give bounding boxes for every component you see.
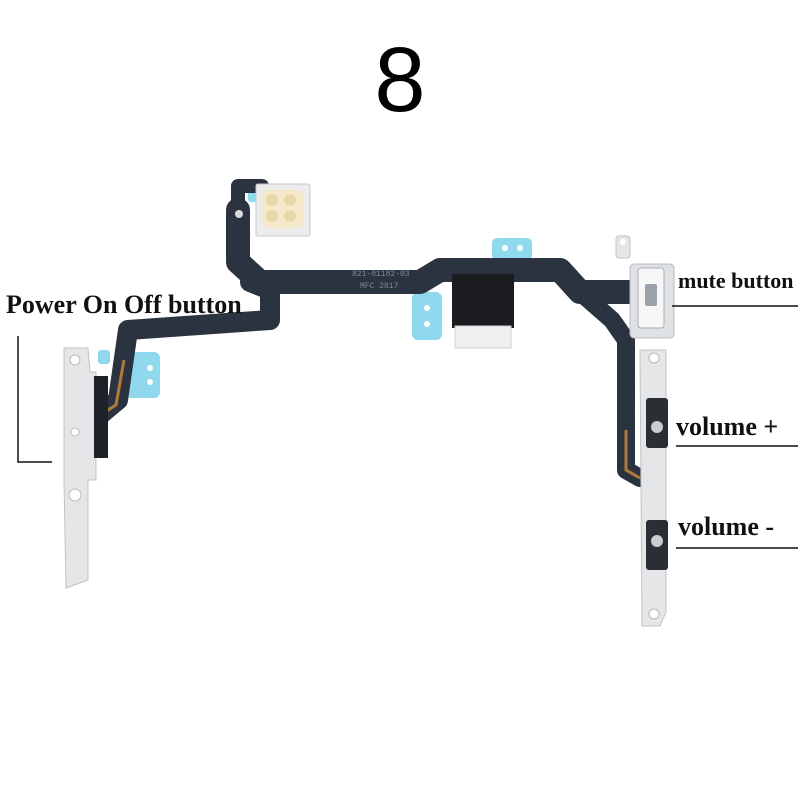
- callout-lines: [17, 305, 798, 549]
- volume-down-label: volume -: [678, 512, 775, 541]
- svg-text:821-01182-03: 821-01182-03: [352, 270, 410, 279]
- mute-button-label: mute button: [678, 268, 794, 293]
- model-number-title: 8: [374, 29, 426, 131]
- connector-plate: [452, 274, 514, 349]
- flex-ribbon: [90, 179, 649, 487]
- power-button-bracket: [63, 347, 108, 589]
- svg-text:MFC 2817: MFC 2817: [360, 282, 399, 291]
- power-button-label: Power On Off button: [6, 290, 242, 319]
- mute-switch-bracket: [615, 235, 675, 339]
- volume-buttons-bracket: [639, 349, 668, 627]
- volume-up-label: volume +: [676, 412, 779, 441]
- flash-module: [235, 183, 311, 237]
